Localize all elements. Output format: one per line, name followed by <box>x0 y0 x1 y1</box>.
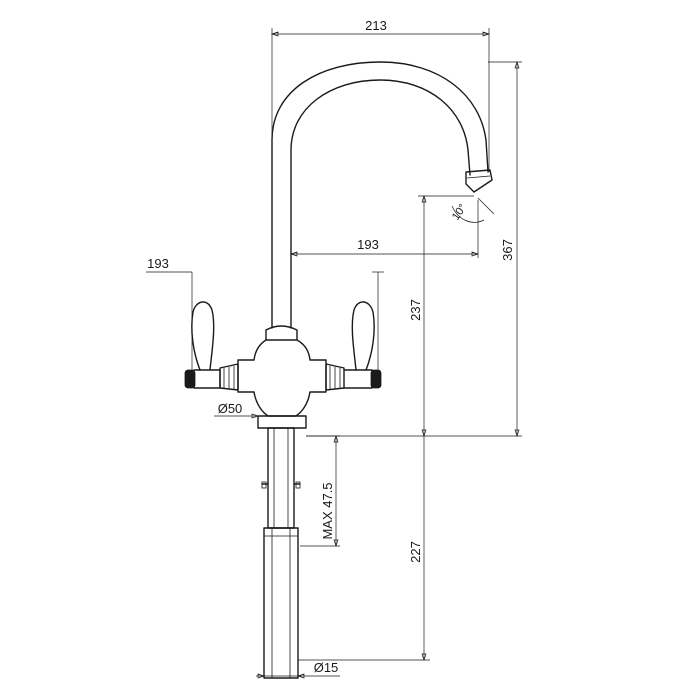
dimension-lines <box>146 28 522 679</box>
left-lever-handle <box>191 301 215 371</box>
right-lever-cap <box>370 369 382 389</box>
faucet-outline <box>184 61 493 679</box>
label-spout-height: 237 <box>408 299 423 321</box>
mounting-shank <box>261 427 301 679</box>
left-lever-stem <box>193 369 221 389</box>
label-spout-angle: 10° <box>450 202 469 223</box>
right-lever-handle <box>351 301 375 371</box>
label-max-thickness: MAX 47.5 <box>320 482 335 539</box>
neck-collar <box>265 325 298 341</box>
right-lever-stem <box>343 369 373 389</box>
label-shank-diameter: Ø15 <box>314 660 339 675</box>
spout-outer-curve <box>271 61 489 329</box>
base-plate <box>257 415 307 429</box>
nozzle-ring <box>466 175 491 179</box>
central-body <box>237 339 327 417</box>
label-base-diameter: Ø50 <box>218 401 243 416</box>
left-lever-cap <box>184 369 196 389</box>
label-shank-length: 227 <box>408 541 423 563</box>
label-total-height: 367 <box>500 239 515 261</box>
spout-nozzle <box>465 169 493 193</box>
label-top-width: 213 <box>365 18 387 33</box>
label-lever-span: 193 <box>147 256 169 271</box>
spout-inner-curve <box>290 79 471 329</box>
label-spout-reach: 193 <box>357 237 379 252</box>
